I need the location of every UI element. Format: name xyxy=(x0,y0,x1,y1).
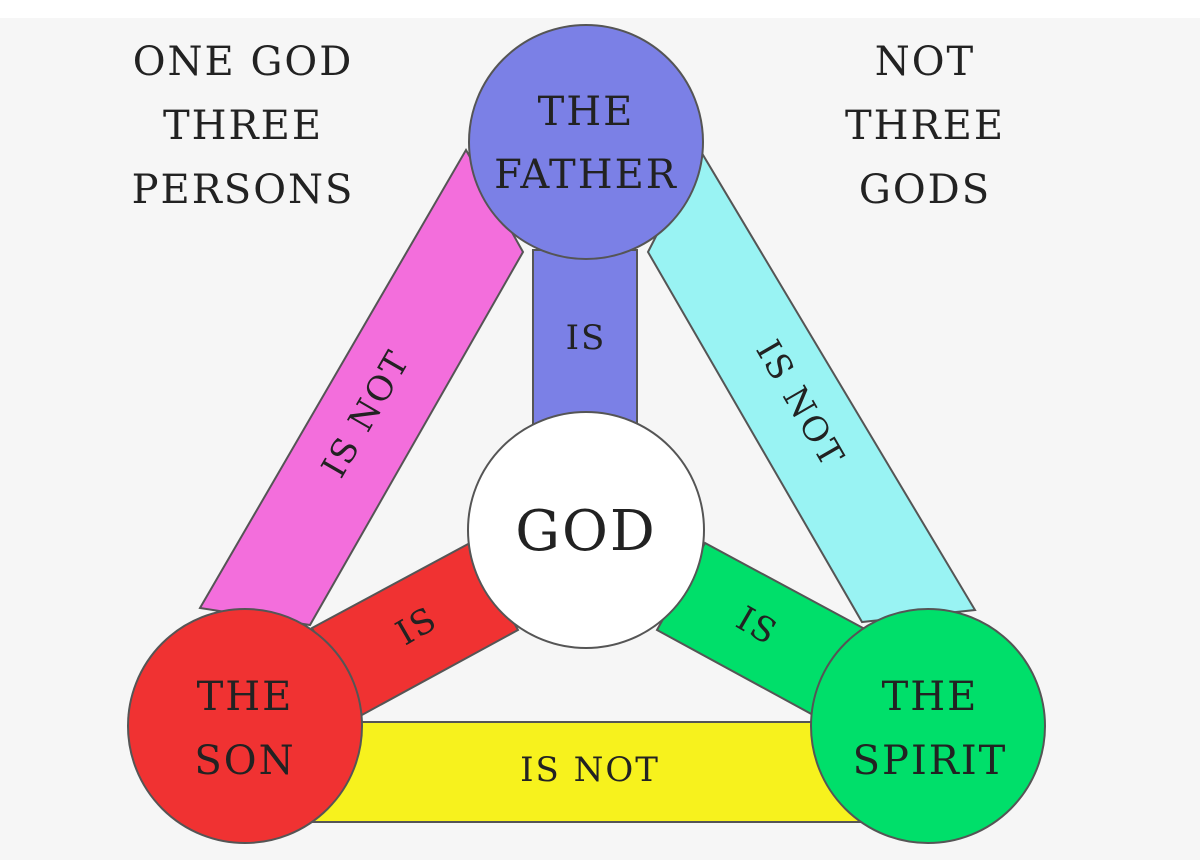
corner-left-line-3: PERSONS xyxy=(132,167,355,213)
node-spirit-label-line-1: THE xyxy=(882,674,979,720)
node-son-label-line-1: THE xyxy=(197,674,294,720)
corner-left-line-2: THREE xyxy=(163,103,323,149)
bar-father-god xyxy=(532,249,638,426)
node-spirit-label-line-2: SPIRIT xyxy=(853,738,1008,784)
corner-right-line-1: NOT xyxy=(875,39,975,85)
bar-son-spirit-label: IS NOT xyxy=(520,750,660,790)
corner-right-line-3: GODS xyxy=(859,167,991,213)
node-spirit xyxy=(810,608,1046,844)
bar-father-god-label: IS xyxy=(566,318,607,358)
node-god xyxy=(467,411,705,649)
node-god-label: GOD xyxy=(515,499,657,564)
node-son-label-line-2: SON xyxy=(194,738,295,784)
node-father-label-line-2: FATHER xyxy=(494,152,678,198)
corner-left-line-1: ONE GOD xyxy=(133,39,354,85)
node-father-label-line-1: THE xyxy=(538,89,635,135)
node-son xyxy=(127,608,363,844)
node-father xyxy=(468,24,704,260)
corner-right-line-2: THREE xyxy=(845,103,1005,149)
